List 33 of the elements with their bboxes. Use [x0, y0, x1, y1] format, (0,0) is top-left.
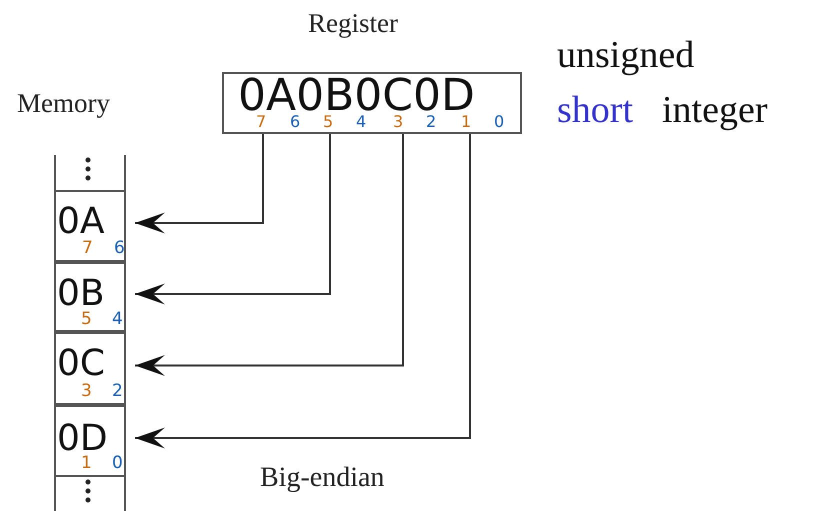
memory-cell	[55, 190, 125, 262]
memory-cell	[55, 332, 125, 405]
bit-index: 6	[290, 114, 300, 130]
bit-index: 7	[82, 240, 93, 257]
bit-index: 1	[461, 114, 472, 130]
endianness-label: Big-endian	[260, 464, 384, 492]
bit-index: 3	[81, 383, 92, 400]
bit-index: 0	[112, 455, 123, 472]
arrow	[135, 134, 264, 234]
byte-value: 0C	[57, 346, 106, 382]
bit-index: 3	[393, 114, 404, 130]
bit-index: 4	[356, 114, 366, 130]
bit-index: 1	[81, 455, 92, 472]
bit-index: 6	[114, 240, 125, 257]
caption-text: short	[557, 91, 633, 129]
arrow	[135, 134, 404, 376]
caption-text: unsigned	[557, 36, 694, 74]
byte-value: 0B	[57, 276, 105, 312]
register-heading: Register	[308, 10, 398, 37]
caption-text: integer	[662, 91, 768, 129]
bit-index: 5	[81, 311, 92, 328]
memory-cell	[55, 405, 125, 477]
memory-heading: Memory	[17, 90, 110, 117]
bit-index: 0	[494, 114, 504, 130]
arrow	[135, 134, 331, 304]
bit-index: 5	[323, 114, 334, 130]
bit-index: 4	[112, 311, 123, 328]
bit-index: 2	[426, 114, 436, 130]
byte-value: 0D	[57, 421, 108, 457]
memory-cell	[55, 262, 125, 332]
arrow	[135, 134, 471, 448]
bit-index: 2	[112, 383, 123, 400]
byte-value: 0A	[57, 204, 105, 240]
